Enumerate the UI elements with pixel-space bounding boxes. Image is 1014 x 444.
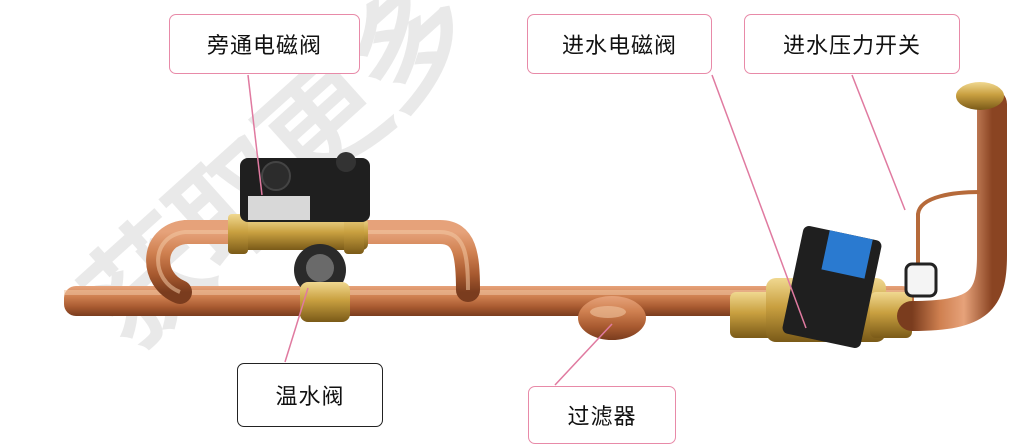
pressure-switch bbox=[904, 190, 981, 298]
warm-water-valve bbox=[294, 244, 350, 322]
inlet-pressure-switch-label: 进水压力开关 bbox=[744, 14, 960, 74]
bypass-loop bbox=[146, 220, 480, 304]
inlet-solenoid-valve bbox=[730, 226, 912, 348]
bypass-solenoid-valve bbox=[228, 152, 370, 254]
leader-pressure-switch bbox=[851, 74, 906, 211]
bypass-solenoid-valve-label: 旁通电磁阀 bbox=[169, 14, 360, 74]
main-pipe bbox=[64, 286, 914, 316]
leader-bypass-valve bbox=[247, 74, 263, 196]
inlet-solenoid-valve-label: 进水电磁阀 bbox=[527, 14, 712, 74]
filter-body bbox=[578, 296, 646, 340]
riser-pipe bbox=[897, 82, 1007, 331]
warm-water-valve-label: 温水阀 bbox=[237, 363, 383, 427]
leader-filter bbox=[554, 323, 613, 386]
leader-inlet-valve bbox=[711, 74, 807, 329]
filter-label: 过滤器 bbox=[528, 386, 676, 444]
leader-temp-valve bbox=[284, 287, 309, 363]
leader-lines bbox=[247, 74, 906, 386]
